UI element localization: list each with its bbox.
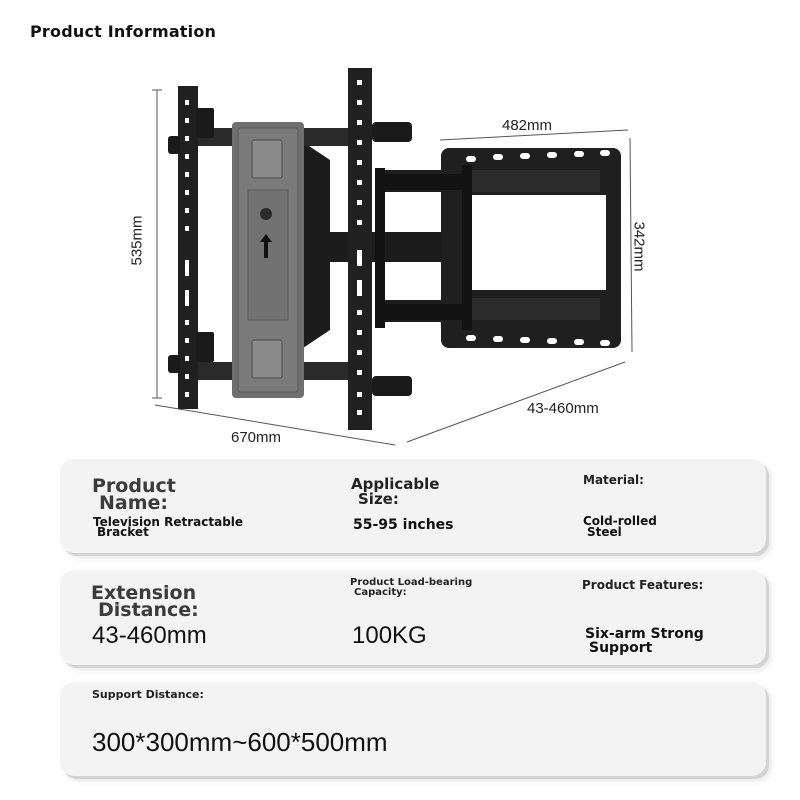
extension-dimension: 43-460mm bbox=[527, 400, 599, 417]
right-rail bbox=[348, 68, 372, 430]
bracket-illustration bbox=[152, 68, 633, 446]
spec-card-support bbox=[60, 682, 766, 776]
applicable-size-value: 55-95 inches bbox=[353, 517, 454, 533]
left-rail bbox=[178, 86, 198, 409]
load-bearing-label: Product Load-bearing Capacity: bbox=[350, 577, 473, 598]
material-label: Material: bbox=[583, 473, 644, 487]
front-arms bbox=[375, 165, 472, 330]
height-dimension: 535mm bbox=[128, 215, 146, 266]
extension-distance-value: 43-460mm bbox=[92, 622, 207, 649]
page-title: Product Information bbox=[30, 22, 217, 41]
product-name-label: Product Name: bbox=[92, 475, 176, 514]
support-distance-label: Support Distance: bbox=[92, 688, 204, 701]
product-name-value: Television Retractable Bracket bbox=[93, 515, 244, 539]
features-label: Product Features: bbox=[582, 578, 704, 592]
width-dimension: 670mm bbox=[231, 429, 282, 446]
support-distance-value: 300*300mm~600*500mm bbox=[92, 727, 388, 757]
applicable-size-label: Applicable Size: bbox=[351, 475, 440, 508]
load-bearing-value: 100KG bbox=[352, 622, 427, 649]
plate-height-dimension: 342mm bbox=[630, 221, 648, 272]
dimension-lines bbox=[152, 89, 633, 446]
extension-distance-label: Extension Distance: bbox=[91, 582, 199, 621]
features-value: Six-arm Strong Support bbox=[585, 626, 704, 656]
material-value: Cold-rolled Steel bbox=[583, 514, 657, 539]
tv-mount-plate bbox=[441, 148, 621, 348]
wall-plate bbox=[232, 122, 304, 398]
spec-card-performance bbox=[60, 570, 766, 665]
spec-card-basic bbox=[60, 459, 766, 553]
plate-width-dimension: 482mm bbox=[502, 117, 553, 134]
